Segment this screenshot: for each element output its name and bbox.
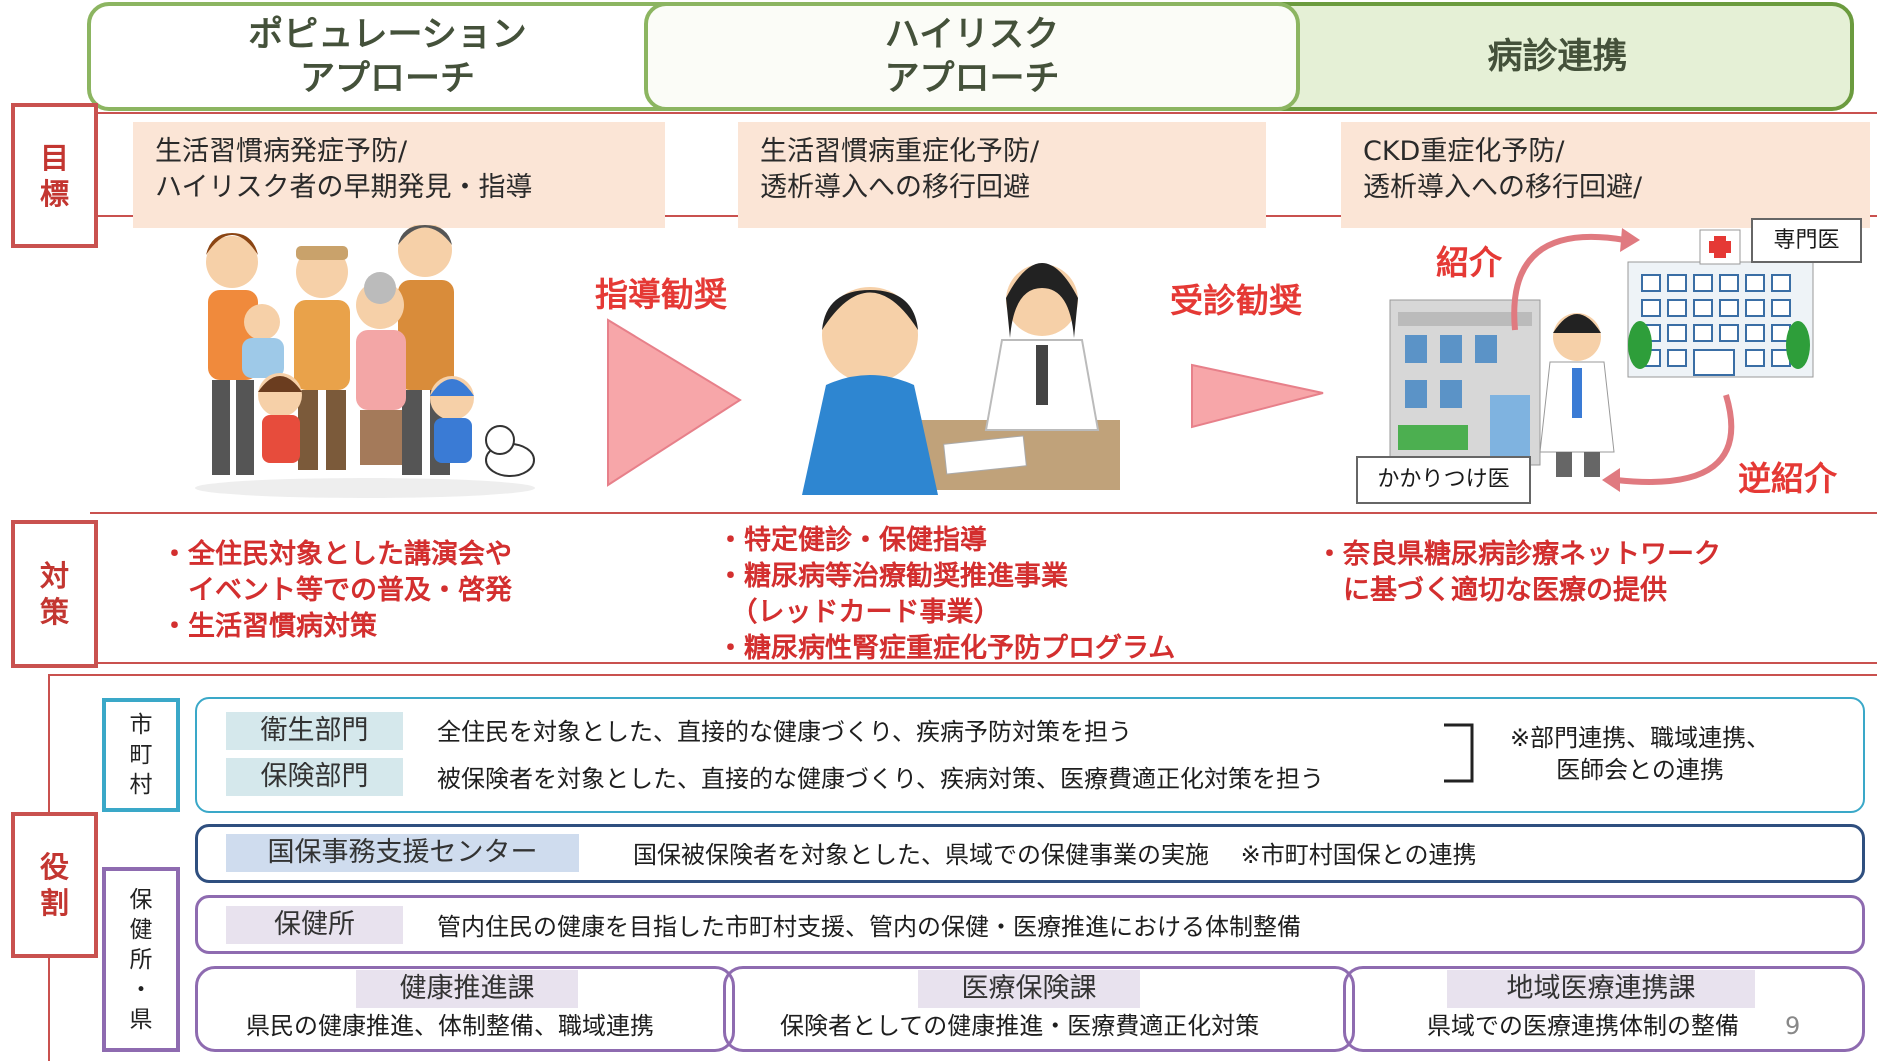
reverse-referral-arrowhead	[1602, 468, 1620, 492]
municipality-label: 市 町 村	[102, 698, 180, 812]
goal-label: 目 標	[11, 103, 98, 248]
family-illustration	[195, 225, 535, 498]
hospital-illustration	[1627, 229, 1814, 378]
tab-population-approach: ポピュレーションアプローチ	[87, 2, 688, 111]
municipality-box	[195, 697, 1865, 813]
reverse-referral-label: 逆紹介	[1738, 459, 1837, 498]
prefecture-label: 保 健 所 ・ 県	[102, 867, 180, 1052]
referral-arrowhead	[1620, 228, 1640, 252]
hygiene-dept-text: 全住民を対象とした、直接的な健康づくり、疾病予防対策を担う	[437, 718, 1133, 746]
consultation-recommendation-label: 受診勧奨	[1170, 281, 1302, 320]
regional-medical-text: 県域での医療連携体制の整備	[1427, 1012, 1739, 1040]
arrow-2	[1191, 363, 1324, 429]
regional-medical-tag: 地域医療連携課	[1447, 970, 1755, 1008]
reverse-referral-arrow	[1615, 394, 1735, 485]
goal-population: 生活習慣病発症予防/ハイリスク者の早期発見・指導	[133, 122, 665, 228]
roles-divider	[48, 674, 1877, 676]
goal-top-line	[90, 112, 1877, 114]
dept-box-regional-medical	[1343, 966, 1865, 1052]
tab-high-risk-approach: ハイリスクアプローチ	[644, 2, 1300, 111]
family-doctor-illustration	[1539, 313, 1615, 477]
hokenjo-tag: 保健所	[226, 906, 403, 944]
tab-clinic-hospital-cooperation: 病診連携	[1261, 2, 1854, 111]
measures-high-risk: ・特定健診・保健指導 ・糖尿病等治療勧奨推進事業 （レッドカード事業） ・糖尿病…	[717, 525, 1176, 664]
specialist-label: 専門医	[1751, 218, 1862, 263]
goal-ckd: CKD重症化予防/透析導入への移行回避/	[1341, 122, 1870, 228]
hokenjo-text: 管内住民の健康を目指した市町村支援、管内の保健・医療推進における体制整備	[437, 913, 1301, 941]
family-doctor-label: かかりつけ医	[1356, 456, 1531, 504]
dept-box-health-promotion	[195, 966, 735, 1052]
guidance-recommendation-label: 指導勧奨	[595, 275, 727, 314]
kokuho-box	[195, 824, 1865, 883]
medical-insurance-text: 保険者としての健康推進・医療費適正化対策	[780, 1012, 1260, 1040]
health-promotion-text: 県民の健康推進、体制整備、職域連携	[246, 1012, 654, 1040]
measures-bottom-line	[90, 662, 1877, 664]
insurance-dept-tag: 保険部門	[226, 758, 403, 796]
measures-label: 対 策	[11, 520, 98, 668]
page-number: 9	[1785, 1012, 1801, 1040]
goal-high-risk: 生活習慣病重症化予防/透析導入への移行回避	[738, 122, 1266, 228]
measures-top-line	[90, 512, 1877, 514]
cooperation-note: ※部門連携、職域連携、 医師会との連携	[1510, 724, 1771, 784]
medical-insurance-tag: 医療保険課	[918, 970, 1140, 1008]
bracket-icon	[1444, 723, 1474, 783]
health-promotion-tag: 健康推進課	[356, 970, 578, 1008]
referral-label: 紹介	[1436, 243, 1502, 282]
roles-label: 役 割	[11, 812, 98, 958]
referral-arrow	[1511, 233, 1626, 331]
dept-box-medical-insurance	[723, 966, 1355, 1052]
illustration-row	[195, 225, 1814, 498]
kokuho-center-tag: 国保事務支援センター	[226, 834, 579, 872]
kokuho-center-text: 国保被保険者を対象とした、県域での保健事業の実施 ※市町村国保との連携	[633, 841, 1477, 869]
arrow-1	[607, 318, 742, 487]
measures-clinic-cooperation: ・奈良県糖尿病診療ネットワーク に基づく適切な医療の提供	[1316, 539, 1721, 606]
hygiene-dept-tag: 衛生部門	[226, 712, 403, 750]
hokenjo-box	[195, 895, 1865, 954]
insurance-dept-text: 被保険者を対象とした、直接的な健康づくり、疾病対策、医療費適正化対策を担う	[437, 765, 1325, 793]
consultation-illustration	[802, 263, 1120, 495]
measures-population: ・全住民対象とした講演会や イベント等での普及・啓発 ・生活習慣病対策	[161, 539, 512, 642]
